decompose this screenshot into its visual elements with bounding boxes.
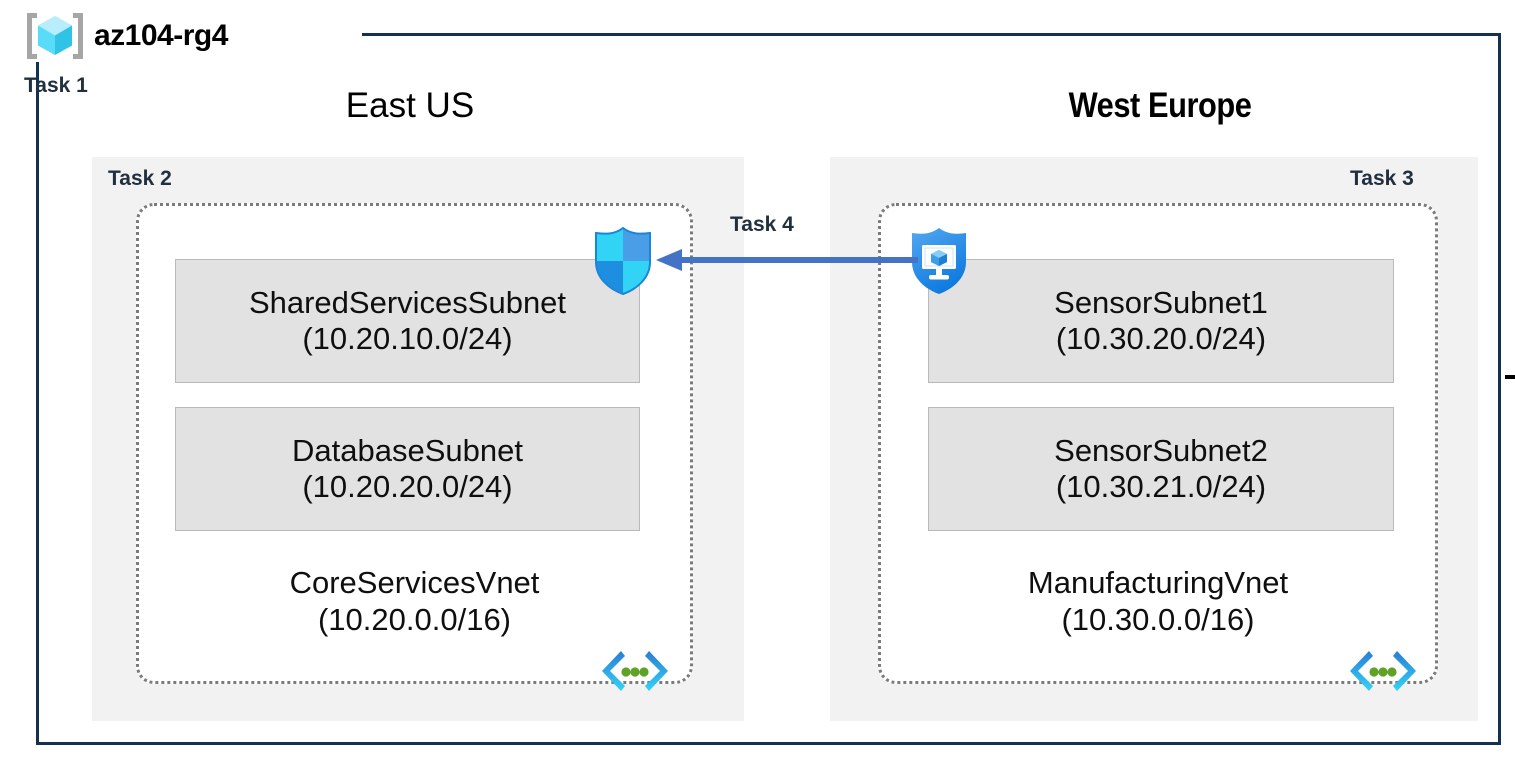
subnet-cidr: (10.30.21.0/24) [1055, 469, 1267, 504]
vnet-brackets-icon [600, 648, 670, 694]
resource-group-frame [36, 33, 1501, 745]
task-3-label: Task 3 [1350, 167, 1414, 190]
region-title-west-europe: West Europe [1068, 86, 1252, 125]
subnet-name: SensorSubnet1 [1054, 285, 1268, 321]
network-security-group-shield-icon [592, 226, 654, 296]
subnet-cidr: (10.20.10.0/24) [302, 321, 513, 356]
vnet-caption-core-services: CoreServicesVnet (10.20.0.0/16) [136, 565, 693, 638]
vnet-cidr: (10.30.0.0/16) [1061, 601, 1255, 637]
vnet-brackets-icon [1348, 648, 1418, 694]
vm-shield-peering-icon [908, 226, 970, 296]
vnet-name: ManufacturingVnet [1027, 565, 1289, 600]
region-title-east-us: East US [345, 86, 475, 125]
subnet-name: DatabaseSubnet [292, 433, 523, 469]
subnet-name: SharedServicesSubnet [248, 285, 567, 321]
subnet-sensor-2: SensorSubnet2 (10.30.21.0/24) [928, 407, 1394, 531]
vnet-cidr: (10.20.0.0/16) [317, 601, 512, 637]
task-2-label: Task 2 [108, 167, 172, 190]
resource-group-name: az104-rg4 [94, 19, 228, 52]
task-4-label: Task 4 [730, 213, 794, 236]
subnet-database: DatabaseSubnet (10.20.20.0/24) [175, 407, 640, 531]
subnet-name: SensorSubnet2 [1054, 433, 1268, 469]
resource-group-cube-icon [24, 11, 86, 61]
resource-group-header: az104-rg4 [24, 9, 228, 63]
task-1-label: Task 1 [24, 74, 88, 97]
edge-tick-mark [1505, 375, 1515, 379]
subnet-cidr: (10.20.20.0/24) [302, 469, 513, 504]
vnet-peering-arrow [650, 240, 922, 280]
subnet-shared-services: SharedServicesSubnet (10.20.10.0/24) [175, 259, 640, 383]
vnet-name: CoreServicesVnet [289, 565, 540, 600]
subnet-cidr: (10.30.20.0/24) [1055, 321, 1267, 356]
subnet-sensor-1: SensorSubnet1 (10.30.20.0/24) [928, 259, 1394, 383]
vnet-caption-manufacturing: ManufacturingVnet (10.30.0.0/16) [878, 565, 1438, 638]
